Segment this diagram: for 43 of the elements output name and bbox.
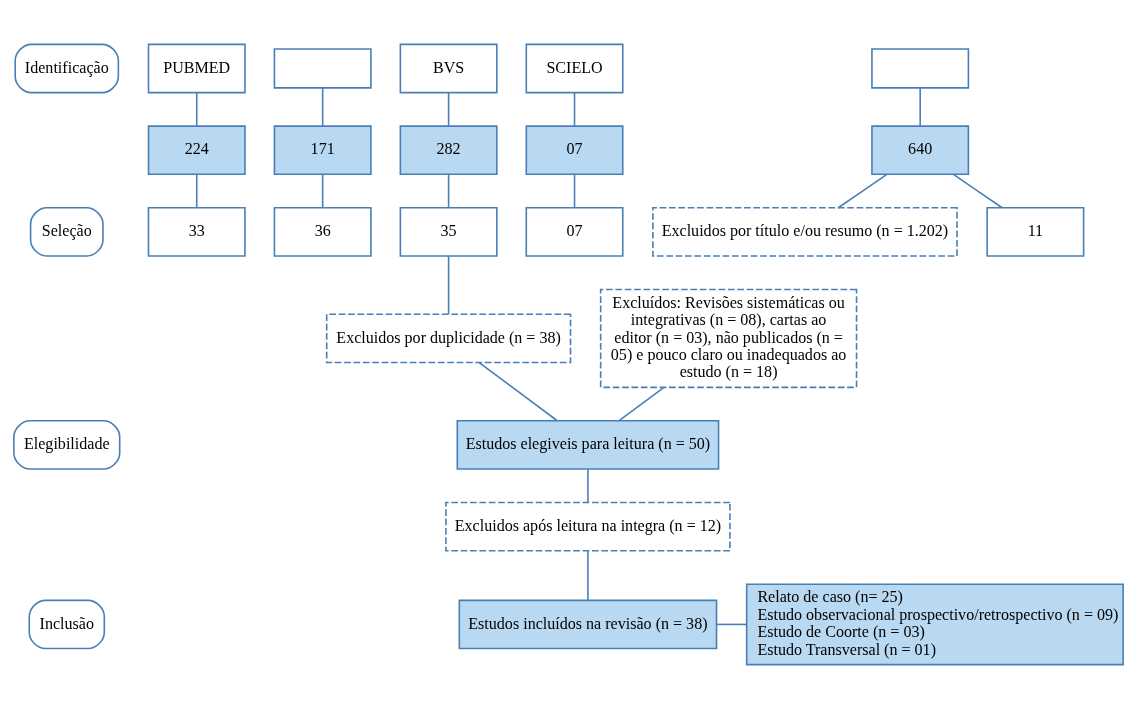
connector <box>321 173 324 209</box>
node-box: Inclusão <box>28 599 106 650</box>
node-box: PUBMED <box>147 43 246 94</box>
connector <box>837 173 888 209</box>
node-box: Excluidos por duplicidade (n = 38) <box>325 313 572 364</box>
node-box: BVS <box>399 43 498 94</box>
connector <box>447 173 450 209</box>
connector <box>478 361 558 422</box>
node-box: Relato de caso (n= 25) Estudo observacional prospectivo/retrospectivo (n = 09) Estudo de Coorte (n = 03) Estudo Transversal (n = 01) <box>745 583 1124 666</box>
node-box <box>273 48 372 89</box>
connector <box>195 91 198 127</box>
connector <box>447 91 450 127</box>
connector <box>587 550 589 602</box>
connector <box>195 173 198 209</box>
connector <box>321 87 324 127</box>
connector <box>587 468 589 504</box>
node-box: SCIELO <box>525 43 624 94</box>
node-box: 07 <box>525 125 624 176</box>
node-box: 282 <box>399 125 498 176</box>
node-box: Estudos elegiveis para leitura (n = 50) <box>456 420 720 470</box>
connector <box>573 91 576 127</box>
node-box: Excluidos após leitura na integra (n = 12) <box>445 501 731 552</box>
connector <box>952 173 1003 209</box>
node-box: 35 <box>399 207 498 257</box>
node-box: Estudos incluídos na revisão (n = 38) <box>458 599 718 650</box>
node-box: 640 <box>871 125 970 176</box>
connector <box>447 255 450 315</box>
connector <box>618 386 665 422</box>
node-box: 07 <box>525 207 624 257</box>
connector <box>919 87 921 127</box>
node-box: Excluidos por título e/ou resumo (n = 1.202) <box>652 207 958 257</box>
node-box: Identificação <box>14 43 120 94</box>
connector <box>573 173 576 209</box>
node-box: Excluídos: Revisões sistemáticas ou integrativas (n = 08), cartas ao editor (n = 03), não publicados (n = 05) e pouco claro ou inadequados ao estudo (n = 18) <box>599 288 858 389</box>
node-box: 171 <box>273 125 372 176</box>
node-box: Seleção <box>29 207 104 257</box>
node-box: 36 <box>273 207 372 257</box>
node-box <box>871 48 970 89</box>
node-box: 224 <box>147 125 246 176</box>
node-box: 33 <box>147 207 246 257</box>
node-box: Elegibilidade <box>13 420 121 470</box>
connector <box>715 623 748 626</box>
node-box: 11 <box>986 207 1085 257</box>
